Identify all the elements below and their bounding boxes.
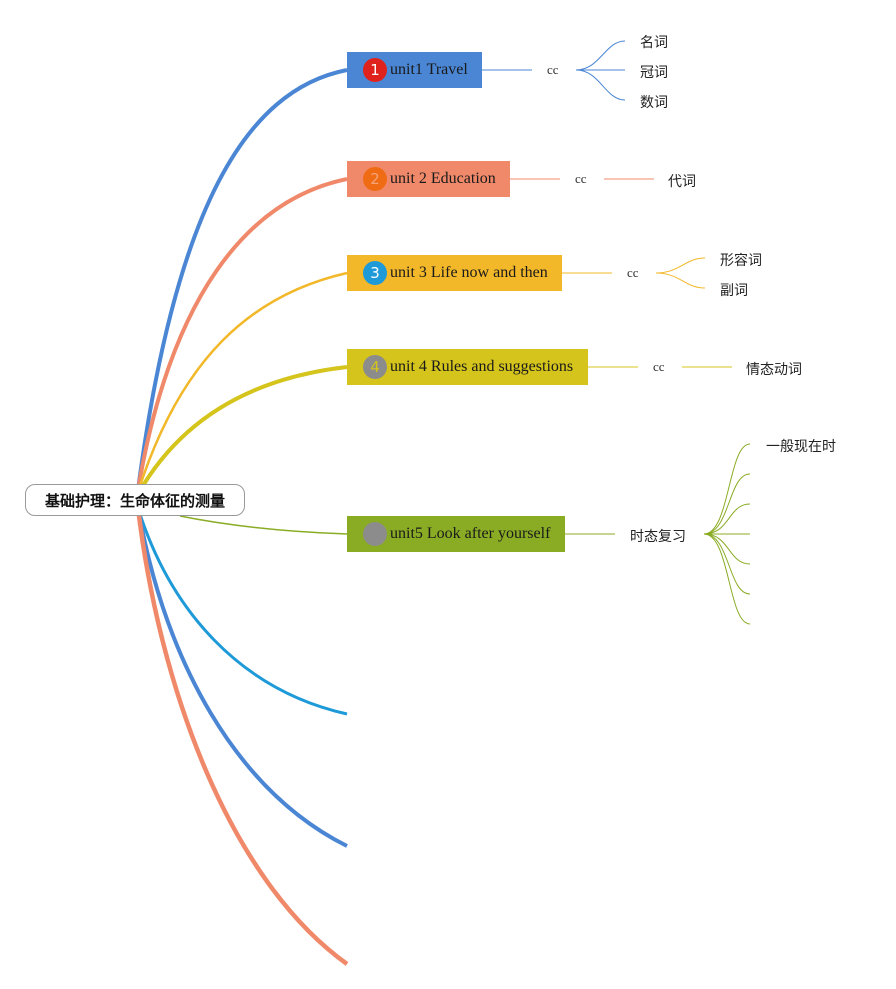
topic-label: unit 2 Education xyxy=(390,170,496,187)
number-badge-icon: 3 xyxy=(363,261,387,285)
central-topic[interactable]: 基础护理：生命体征的测量 xyxy=(25,484,245,516)
subtopic-cc[interactable]: cc xyxy=(547,62,559,77)
branch-unit1 xyxy=(136,68,348,491)
branch-empty-1 xyxy=(136,507,348,716)
subtopic-cc[interactable]: cc xyxy=(575,171,587,186)
leaf-item[interactable]: 形容词 xyxy=(720,253,762,269)
number-badge-icon: 4 xyxy=(363,355,387,379)
branch-unit2 xyxy=(136,177,348,491)
number-badge-icon: 5 xyxy=(363,522,387,546)
subtopic-cc[interactable]: cc xyxy=(653,359,665,374)
leaf-item[interactable]: 冠词 xyxy=(640,65,668,81)
branch-empty-3 xyxy=(135,507,349,966)
leaf-item[interactable]: 一般现在时 xyxy=(766,439,836,455)
branch-unit4 xyxy=(136,365,348,495)
topic-label: unit1 Travel xyxy=(390,61,468,78)
topic-unit5[interactable]: 5 unit5 Look after yourself xyxy=(347,516,565,552)
branch-unit5 xyxy=(179,515,348,535)
number-badge-icon: 1 xyxy=(363,58,387,82)
branch-empty-2 xyxy=(136,507,348,848)
number-badge-icon: 2 xyxy=(363,167,387,191)
topic-unit1[interactable]: 1 unit1 Travel xyxy=(347,52,482,88)
topic-unit2[interactable]: 2 unit 2 Education xyxy=(347,161,510,197)
central-topic-label: 基础护理：生命体征的测量 xyxy=(44,491,225,510)
topic-label: unit 3 Life now and then xyxy=(390,264,548,281)
leaf-item[interactable]: 名词 xyxy=(640,35,668,51)
subtopic-cc[interactable]: cc xyxy=(627,265,639,280)
topic-label: unit5 Look after yourself xyxy=(390,525,551,542)
topic-label: unit 4 Rules and suggestions xyxy=(390,358,574,375)
topic-unit3[interactable]: 3 unit 3 Life now and then xyxy=(347,255,562,291)
leaf-item[interactable]: 副词 xyxy=(720,283,748,299)
branch-unit3 xyxy=(136,271,348,493)
leaf-item[interactable]: 数词 xyxy=(640,95,668,111)
leaf-item[interactable]: 代词 xyxy=(668,174,696,190)
subtopic-tense-review[interactable]: 时态复习 xyxy=(630,529,686,545)
leaf-item[interactable]: 情态动词 xyxy=(746,362,802,378)
topic-unit4[interactable]: 4 unit 4 Rules and suggestions xyxy=(347,349,588,385)
